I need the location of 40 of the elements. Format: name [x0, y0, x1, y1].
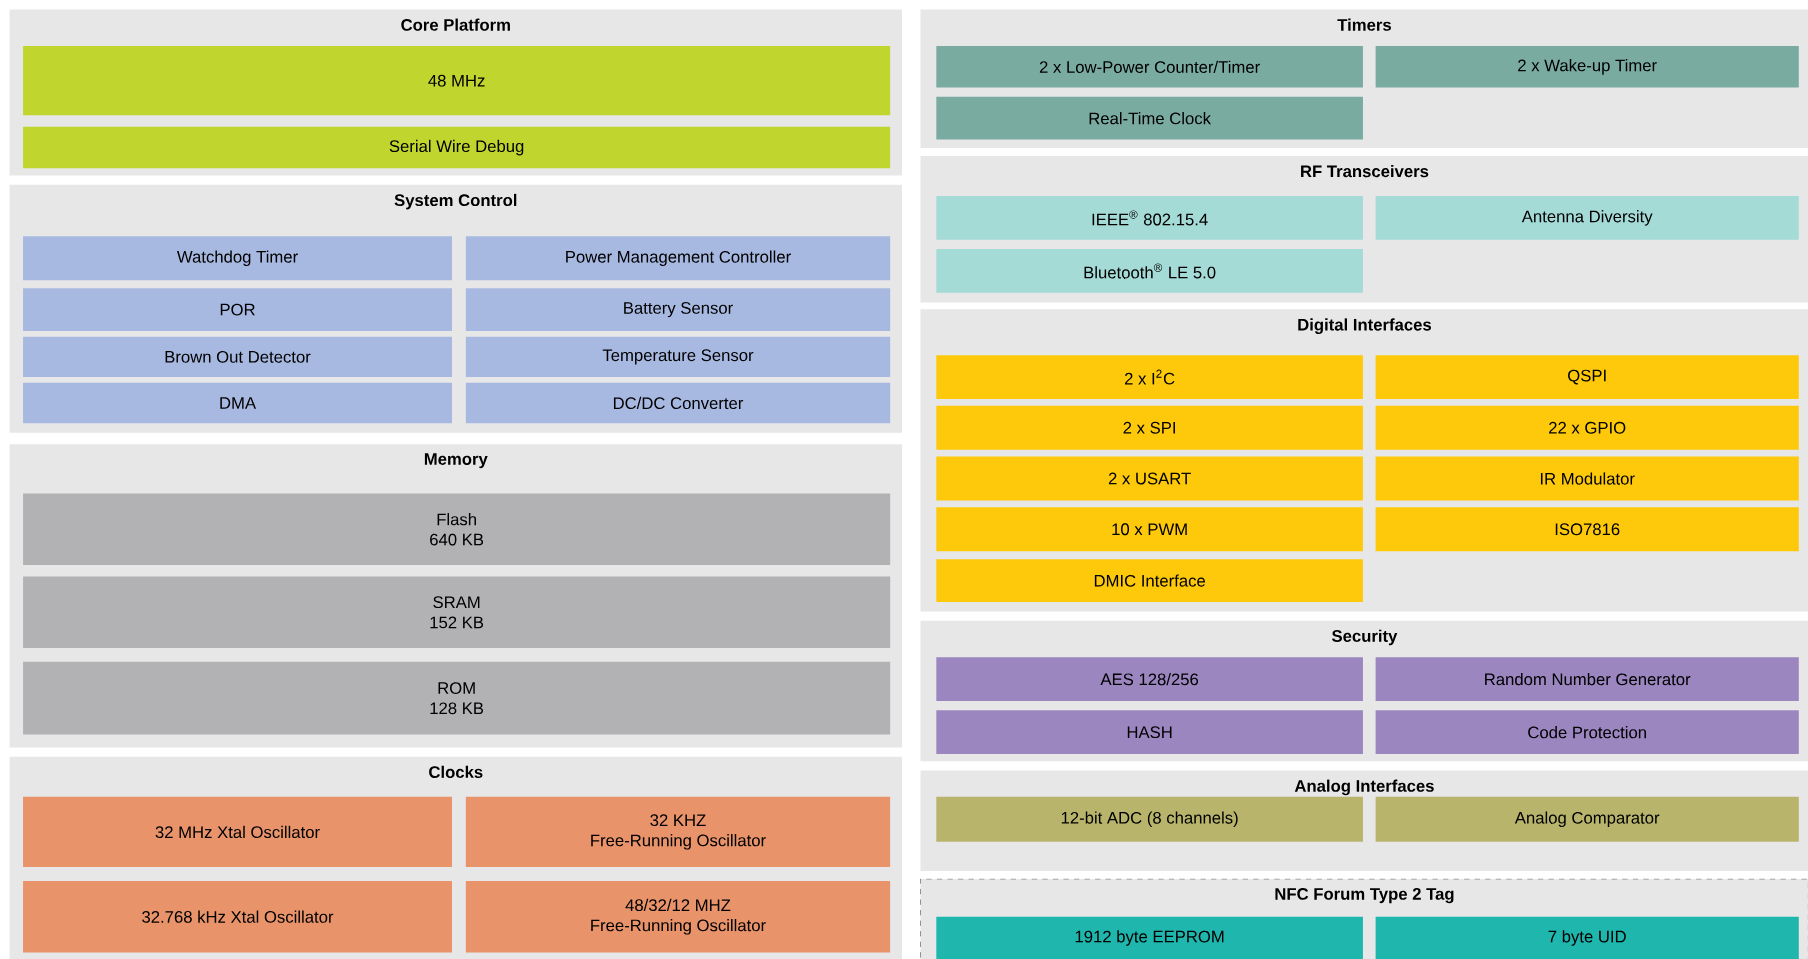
- block-box: 1912 byte EEPROM: [936, 916, 1363, 959]
- block-box: Flash 640 KB: [23, 493, 891, 565]
- block-box: 2 x USART: [936, 456, 1363, 501]
- block-box: Brown Out Detector: [23, 336, 452, 377]
- block-box: 22 x GPIO: [1375, 405, 1799, 450]
- block-box: SRAM 152 KB: [23, 576, 891, 648]
- block-box: 32 KHZ Free-Running Oscillator: [465, 796, 891, 867]
- block-box: 32 MHz Xtal Oscillator: [23, 796, 452, 867]
- block-box: 12-bit ADC (8 channels): [936, 796, 1363, 842]
- block-box: 32.768 kHz Xtal Oscillator: [23, 880, 452, 953]
- block-box: ISO7816: [1375, 507, 1799, 551]
- block-box: Temperature Sensor: [465, 336, 891, 377]
- block-box: QSPI: [1375, 355, 1799, 399]
- block-box: AES 128/256: [936, 657, 1363, 701]
- block-box: Battery Sensor: [465, 288, 891, 331]
- block-box: Random Number Generator: [1375, 657, 1799, 701]
- block-box: Serial Wire Debug: [23, 126, 891, 169]
- block-box: Real-Time Clock: [936, 96, 1363, 140]
- block-box: 2 x Wake-up Timer: [1375, 45, 1799, 88]
- block-box: Bluetooth$^{®}$ LE 5.0: [936, 248, 1363, 293]
- block-box: Power Management Controller: [465, 236, 891, 280]
- block-box: DC/DC Converter: [465, 382, 891, 423]
- block-box: IEEE$^{®}$ 802.15.4: [936, 195, 1363, 240]
- block-box: 2 x SPI: [936, 405, 1363, 450]
- block-box: Watchdog Timer: [23, 236, 452, 280]
- block-box: 2 x I$^{2}$C: [936, 355, 1363, 399]
- block-box: POR: [23, 288, 452, 331]
- block-box: 48/32/12 MHZ Free-Running Oscillator: [465, 880, 891, 953]
- block-box: Analog Comparator: [1375, 796, 1799, 842]
- block-box: ROM 128 KB: [23, 661, 891, 735]
- block-box: 10 x PWM: [936, 507, 1363, 551]
- block-box: DMIC Interface: [936, 559, 1363, 602]
- block-box: 7 byte UID: [1375, 916, 1799, 959]
- block-box: Code Protection: [1375, 710, 1799, 754]
- block-box: 48 MHz: [23, 45, 891, 116]
- block-box: DMA: [23, 382, 452, 423]
- block-box: 2 x Low-Power Counter/Timer: [936, 45, 1363, 88]
- block-box: IR Modulator: [1375, 456, 1799, 501]
- block-box: Antenna Diversity: [1375, 195, 1799, 240]
- block-box: HASH: [936, 710, 1363, 754]
